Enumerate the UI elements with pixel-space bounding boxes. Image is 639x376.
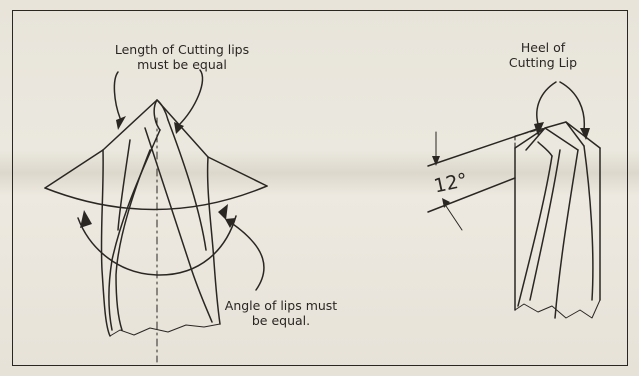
left-drill [44, 99, 268, 363]
angle-lips-label-line2: be equal. [251, 313, 311, 328]
clearance-angle-construction [427, 127, 541, 231]
angle-lips-leader [225, 218, 265, 291]
heel-leader [534, 81, 590, 140]
heel-label-line1: Heel of [520, 40, 566, 55]
length-lips-label: Length of Cutting lips must be equal [92, 42, 272, 72]
heel-label: Heel of Cutting Lip [488, 40, 598, 70]
angle-lips-label: Angle of lips must be equal. [206, 298, 356, 328]
right-drill [514, 121, 601, 319]
length-lips-label-line1: Length of Cutting lips [114, 42, 250, 57]
length-lips-leader [113, 69, 204, 134]
heel-label-line2: Cutting Lip [508, 55, 578, 70]
angle-lips-label-line1: Angle of lips must [224, 298, 338, 313]
diagram-border [12, 10, 628, 366]
length-lips-label-line2: must be equal [137, 57, 227, 72]
